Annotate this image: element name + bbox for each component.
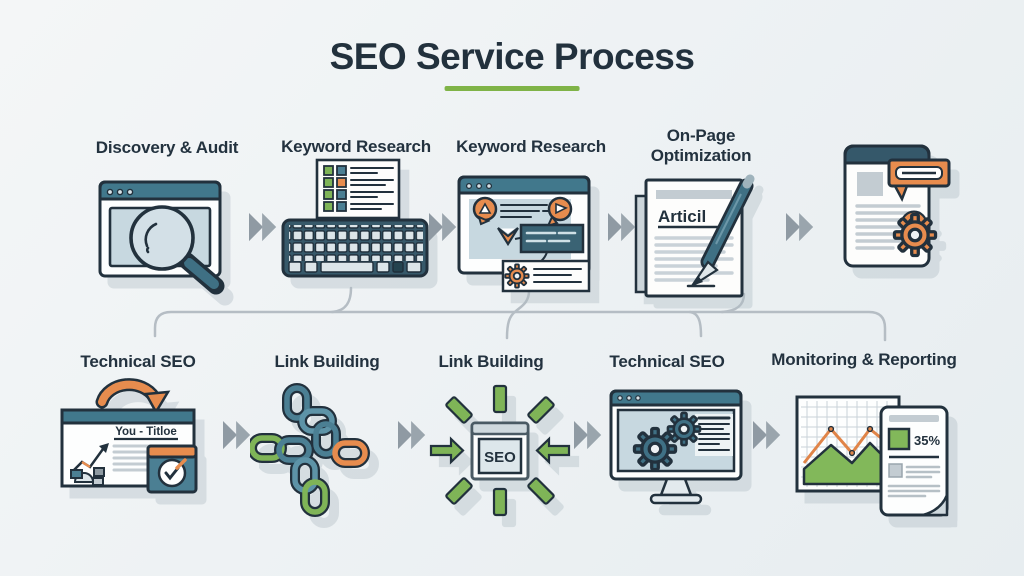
flow-arrow-icon [607,212,639,242]
chain-links-icon [250,383,370,517]
chart-report-icon: 35% [795,395,949,517]
article-pen-icon: Articil [634,174,755,298]
title-block: SEO Service Process [330,36,695,91]
step-label: Discovery & Audit [95,138,239,157]
flow-arrow-icon [428,212,460,242]
seo-box-text: SEO [484,449,516,466]
page-gear-icon [843,144,951,268]
page-title-text: You - Titloe [115,426,177,438]
step-label: Link Building [438,352,544,371]
article-title-text: Articil [658,207,706,226]
monitor-gears-icon [609,389,743,505]
title-underline [444,86,580,91]
flow-arrow-icon [248,212,280,242]
step-label: On-Page Optimization [650,126,752,165]
step-label: Technical SEO [80,352,196,371]
flow-arrow-icon [397,420,429,450]
step-label: Monitoring & Reporting [771,350,957,369]
step-label: Technical SEO [609,352,725,371]
browser-redirect-icon: You - Titloe [60,378,198,494]
flow-arrow-icon [752,420,784,450]
seo-inbound-arrows-icon: SEO [429,384,571,517]
page-title: SEO Service Process [329,36,695,77]
report-percent-text: 35% [914,433,940,448]
flow-arrow-icon [785,212,817,242]
step-label: Link Building [274,352,380,371]
keyboard-keyword-list-icon [281,158,429,278]
step-label: Keyword Research [456,137,606,156]
flow-arrow-icon [573,420,605,450]
step-label: Keyword Research [281,137,431,156]
flow-arrow-icon [222,420,254,450]
browser-chat-research-icon [457,175,591,293]
browser-magnifier-icon [98,180,225,295]
